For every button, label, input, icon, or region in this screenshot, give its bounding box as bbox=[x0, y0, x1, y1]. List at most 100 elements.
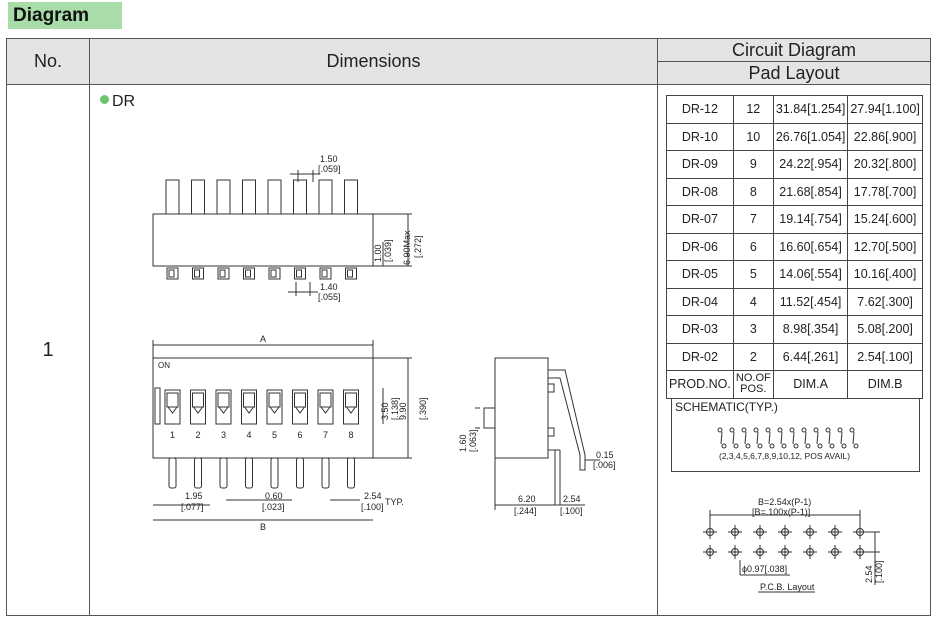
header-dimensions: Dimensions bbox=[90, 39, 658, 85]
actuator bbox=[165, 179, 180, 215]
dim-pin-w: 1.40 bbox=[320, 282, 338, 292]
schem-contact bbox=[721, 443, 727, 449]
on-label: ON bbox=[158, 361, 170, 370]
dim-side-w-in: [.244] bbox=[514, 506, 537, 516]
switch-number: 4 bbox=[247, 430, 252, 440]
switch-number: 2 bbox=[196, 430, 201, 440]
top-view-body bbox=[152, 213, 374, 267]
spec-cell: DR-06 bbox=[666, 232, 734, 261]
spec-cell: 7.62[.300] bbox=[847, 287, 923, 316]
bullet-icon bbox=[100, 95, 109, 104]
front-pins bbox=[168, 457, 355, 489]
schem-contact bbox=[829, 443, 835, 449]
spec-head-cell: NO.OF POS. bbox=[732, 370, 774, 399]
schem-blade bbox=[828, 431, 831, 445]
pcb-pitch-in: [.100] bbox=[874, 560, 884, 583]
dim-lead-t: 0.15 bbox=[596, 450, 614, 460]
front-pin bbox=[321, 457, 330, 489]
spec-cell: 17.78[.700] bbox=[847, 177, 923, 206]
top-pin bbox=[243, 267, 255, 280]
spec-cell: DR-10 bbox=[666, 122, 734, 151]
schem-blade bbox=[768, 431, 771, 445]
spec-cell: 24.22[.954] bbox=[772, 150, 849, 179]
switch-arrow bbox=[320, 406, 331, 414]
dim-pin-t-in: [.023] bbox=[262, 502, 285, 512]
actuator bbox=[267, 179, 282, 215]
top-pin bbox=[319, 267, 332, 280]
top-pin bbox=[166, 267, 179, 280]
schem-blade bbox=[840, 431, 843, 445]
top-pin-inner bbox=[219, 269, 226, 278]
top-pin-inner bbox=[168, 269, 175, 278]
actuator bbox=[344, 179, 358, 215]
dim-side-w: 6.20 bbox=[518, 494, 536, 504]
top-pin bbox=[217, 267, 230, 280]
schem-contact bbox=[841, 443, 847, 449]
schematic-title: SCHEMATIC(TYP.) bbox=[675, 400, 778, 414]
schem-contact bbox=[801, 427, 807, 433]
spec-cell: 12.70[.500] bbox=[847, 232, 923, 261]
switch-number: 3 bbox=[221, 430, 226, 440]
schem-contact bbox=[729, 427, 735, 433]
schem-blade bbox=[732, 431, 735, 445]
spec-cell: 31.84[1.254] bbox=[772, 95, 849, 124]
pcb-holes bbox=[703, 525, 867, 559]
switch-slot bbox=[292, 389, 308, 425]
switch-arrow bbox=[244, 406, 254, 414]
spec-head-cell: DIM.A bbox=[772, 370, 849, 399]
dim-sw-h-in: [.138] bbox=[390, 397, 400, 420]
actuator bbox=[216, 179, 231, 215]
front-pin bbox=[296, 457, 304, 489]
top-pin-inner bbox=[321, 269, 328, 278]
spec-cell: 6.44[.261] bbox=[772, 342, 849, 371]
schematic-drawing bbox=[717, 427, 859, 449]
schem-contact bbox=[717, 427, 723, 433]
header-no: No. bbox=[7, 39, 90, 85]
spec-cell: DR-12 bbox=[666, 95, 734, 124]
spec-cell: 20.32[.800] bbox=[847, 150, 923, 179]
switch-arrow bbox=[346, 406, 356, 414]
spec-cell: 16.60[.654] bbox=[772, 232, 849, 261]
dim-b-label: B bbox=[260, 522, 266, 532]
spec-cell: DR-09 bbox=[666, 150, 734, 179]
switch-knob bbox=[192, 392, 204, 408]
spec-cell: DR-02 bbox=[666, 342, 734, 371]
switch-knob bbox=[217, 392, 230, 408]
schem-blade bbox=[780, 431, 783, 445]
top-pin bbox=[268, 267, 281, 280]
spec-cell: 8.98[.354] bbox=[772, 315, 849, 344]
spec-cell: 27.94[1.100] bbox=[847, 95, 923, 124]
header-pad-layout: Pad Layout bbox=[658, 62, 930, 85]
switch-slot bbox=[164, 389, 181, 425]
spec-cell: 11.52[.454] bbox=[772, 287, 849, 316]
switch-knob bbox=[166, 392, 179, 408]
pcb-hole: ϕ0.97[.038] bbox=[742, 564, 787, 574]
switch-arrow bbox=[218, 406, 229, 414]
spec-cell: DR-03 bbox=[666, 315, 734, 344]
actuator bbox=[191, 179, 205, 215]
top-pin bbox=[294, 267, 306, 280]
schem-contact bbox=[805, 443, 811, 449]
switch-arrow bbox=[167, 406, 178, 414]
schem-contact bbox=[793, 443, 799, 449]
switch-knob bbox=[345, 392, 357, 408]
switch-number: 1 bbox=[170, 430, 175, 440]
switch-number: 7 bbox=[323, 430, 328, 440]
spec-cell: 15.24[.600] bbox=[847, 205, 923, 234]
spec-cell: 21.68[.854] bbox=[772, 177, 849, 206]
pcb-formula-in: [B=.100x(P-1)] bbox=[752, 507, 810, 517]
schem-contact bbox=[753, 427, 759, 433]
dim-lead-t-in: [.006] bbox=[593, 460, 616, 470]
schem-contact bbox=[757, 443, 763, 449]
spec-head-cell: DIM.B bbox=[847, 370, 923, 399]
schem-contact bbox=[769, 443, 775, 449]
front-pin bbox=[219, 457, 228, 489]
dim-pitch-top: 1.50 bbox=[320, 154, 338, 164]
